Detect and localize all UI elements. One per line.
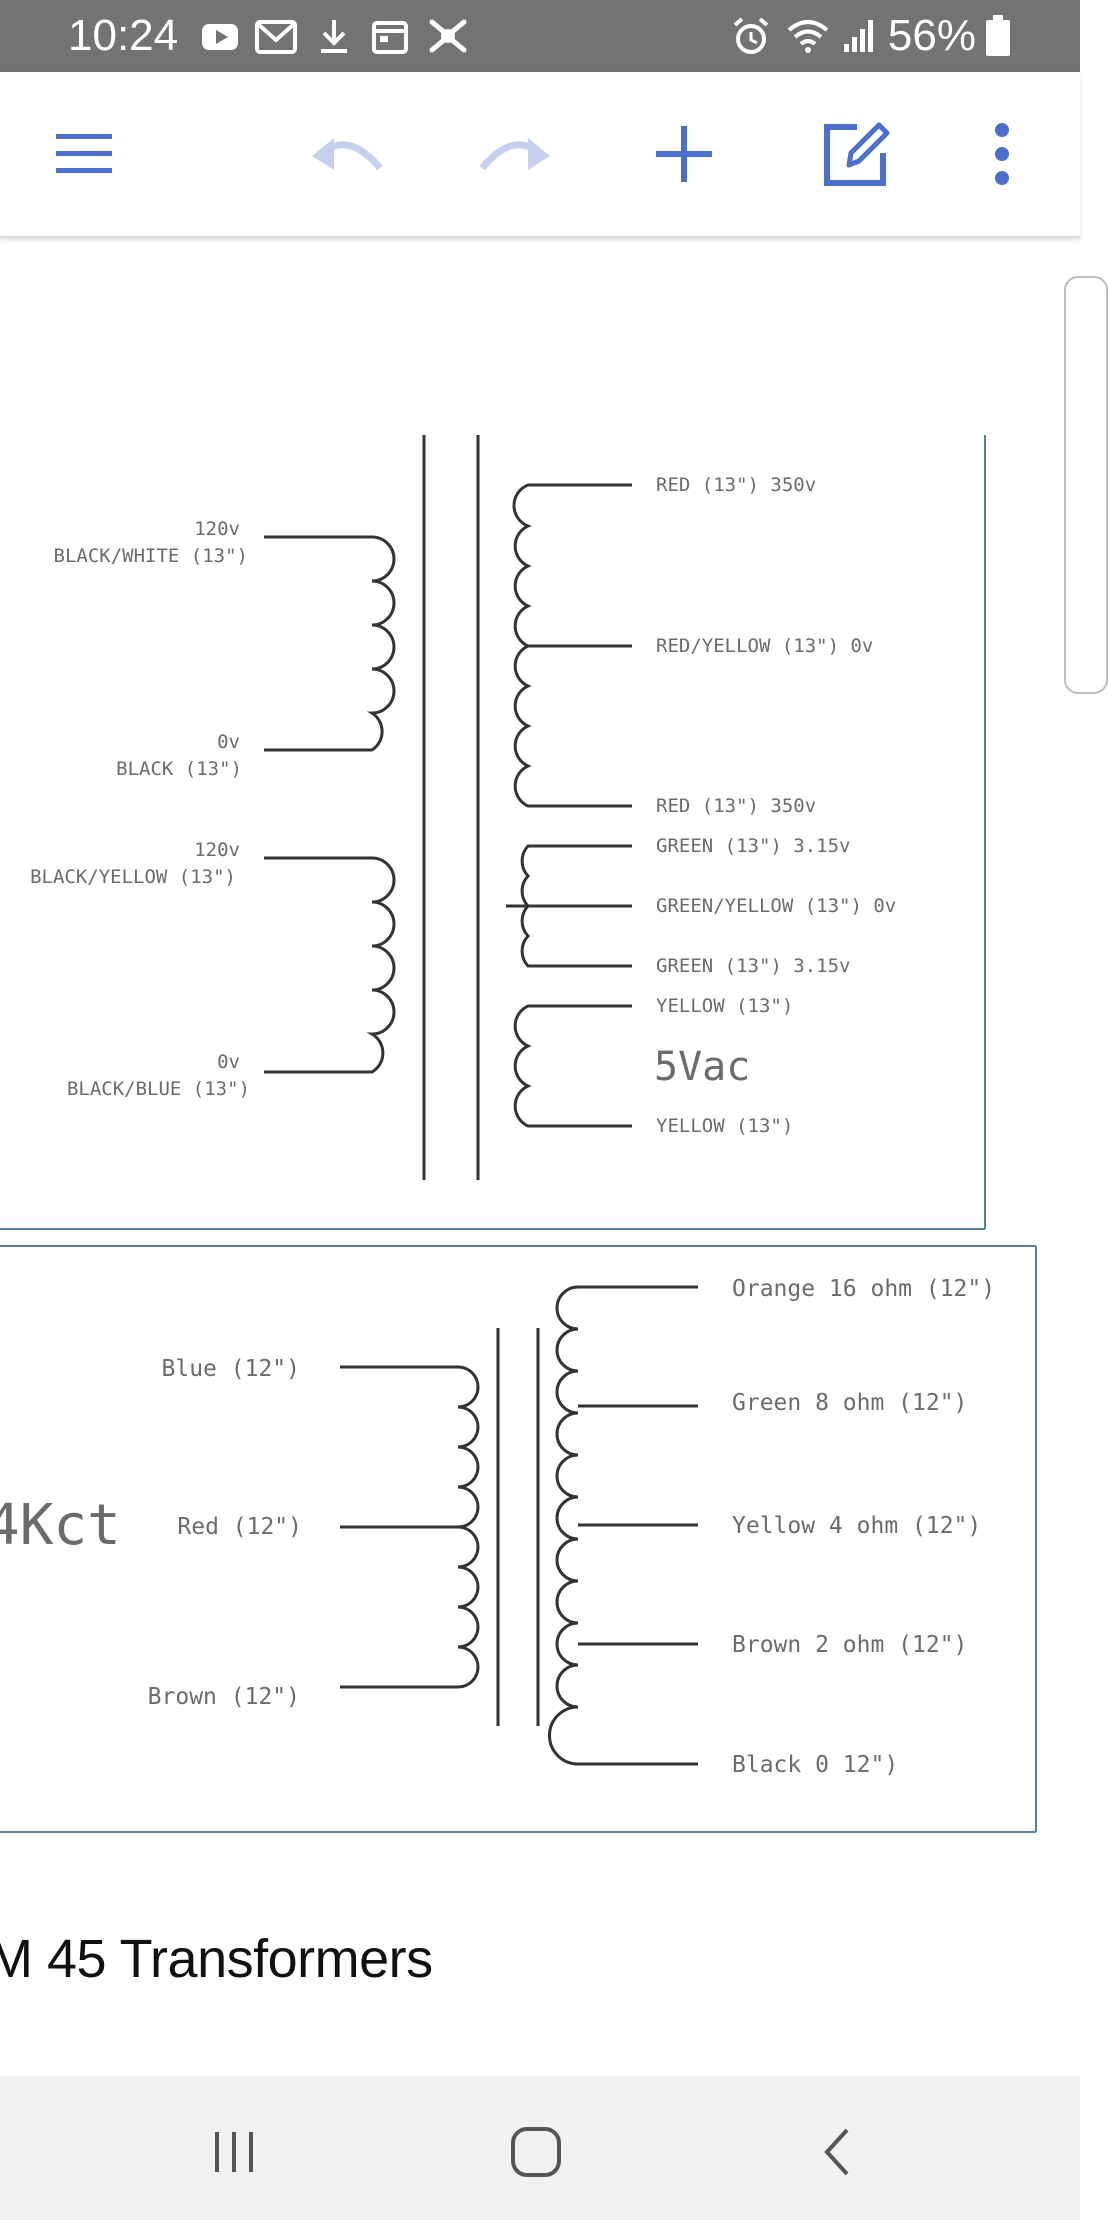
redo-icon <box>479 138 550 171</box>
primary-top-wire: Blue (12") <box>162 1356 300 1382</box>
primary-2-top-voltage: 120v <box>194 839 240 861</box>
primary-1-top-wire: BLACK/WHITE (13") <box>54 545 248 567</box>
rect-voltage-label: 5Vac <box>654 1044 750 1090</box>
primary-2-bottom-wire: BLACK/BLUE (13") <box>67 1078 250 1100</box>
tap-4-label: Brown 2 ohm (12") <box>732 1632 967 1658</box>
menu-icon <box>56 134 112 173</box>
impedance-label: 4Kct <box>0 1493 121 1558</box>
hv-center-label: RED/YELLOW (13") 0v <box>656 635 873 657</box>
status-time: 10:24 <box>68 11 179 60</box>
app-toolbar <box>0 72 1080 238</box>
battery-percentage: 56% <box>887 11 976 60</box>
alarm-icon <box>733 17 769 54</box>
primary-1-bottom-voltage: 0v <box>217 731 240 753</box>
back-icon <box>824 2128 849 2176</box>
tap-5-label: Black 0 12") <box>732 1752 898 1778</box>
primary-center-wire: Red (12") <box>177 1514 302 1540</box>
primary-1-top-voltage: 120v <box>194 518 240 540</box>
power-transformer-diagram: 120v BLACK/WHITE (13") 0v BLACK (13") 12… <box>0 435 986 1230</box>
calendar-icon <box>372 21 408 54</box>
home-icon <box>511 2127 561 2177</box>
edit-icon <box>824 122 890 186</box>
add-icon <box>656 126 712 182</box>
heater-bottom-label: GREEN (13") 3.15v <box>656 955 850 977</box>
recents-button[interactable] <box>194 2112 274 2192</box>
recents-icon <box>215 2132 253 2172</box>
primary-2-top-wire: BLACK/YELLOW (13") <box>30 866 236 888</box>
primary-2-bottom-voltage: 0v <box>217 1051 240 1073</box>
primary-1-bottom-wire: BLACK (13") <box>116 758 242 780</box>
signal-icon <box>844 20 873 52</box>
back-button[interactable] <box>798 2112 878 2192</box>
rect-top-label: YELLOW (13") <box>656 995 793 1017</box>
scroll-handle[interactable] <box>1064 276 1108 694</box>
navigation-bar <box>0 2076 1080 2220</box>
redo-button[interactable] <box>472 112 556 196</box>
hv-bottom-label: RED (13") 350v <box>656 795 816 817</box>
undo-icon <box>312 138 383 171</box>
primary-bottom-wire: Brown (12") <box>148 1684 300 1710</box>
battery-icon <box>986 15 1010 56</box>
status-bar: 10:24 56% <box>0 0 1080 72</box>
menu-button[interactable] <box>42 112 126 196</box>
hv-top-label: RED (13") 350v <box>656 474 816 496</box>
tap-1-label: Orange 16 ohm (12") <box>732 1276 995 1302</box>
home-button[interactable] <box>496 2112 576 2192</box>
add-button[interactable] <box>642 112 726 196</box>
download-icon <box>321 20 347 53</box>
edit-button[interactable] <box>814 112 898 196</box>
more-icon <box>995 123 1009 185</box>
more-options-button[interactable] <box>960 112 1044 196</box>
document-heading: M 45 Transformers <box>0 1929 433 1989</box>
tap-2-label: Green 8 ohm (12") <box>732 1390 967 1416</box>
output-transformer-diagram: 4Kct Blue (12") Red (12") Brown (12") Or… <box>0 1245 1037 1833</box>
heater-top-label: GREEN (13") 3.15v <box>656 835 850 857</box>
heater-center-label: GREEN/YELLOW (13") 0v <box>656 895 896 917</box>
undo-button[interactable] <box>306 112 390 196</box>
tap-3-label: Yellow 4 ohm (12") <box>732 1513 981 1539</box>
gmail-icon <box>255 20 297 54</box>
app-icon <box>429 19 467 53</box>
wifi-icon <box>787 20 829 53</box>
rect-bottom-label: YELLOW (13") <box>656 1115 793 1137</box>
youtube-icon <box>202 24 238 50</box>
